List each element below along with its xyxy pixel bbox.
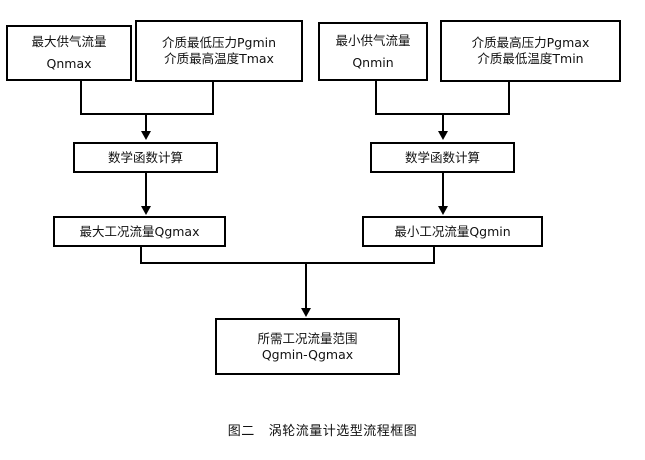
connector-max-supply-flow-down bbox=[80, 81, 82, 114]
node-math-function-right: 数学函数计算 bbox=[370, 142, 515, 173]
node-max-supply-flow-line1: 最大供气流量 bbox=[31, 34, 107, 49]
arrowhead-right-math-function bbox=[438, 131, 448, 140]
node-required-flow-range-line1: 所需工况流量范围 bbox=[257, 330, 358, 346]
connector-min-pressure-max-temp-down bbox=[212, 82, 214, 114]
node-max-supply-flow: 最大供气流量 Qnmax bbox=[6, 25, 132, 81]
connector-bottom-merge-bar bbox=[140, 262, 435, 264]
node-min-pressure-max-temp-line1: 介质最低压力Pgmin bbox=[161, 35, 277, 50]
arrowhead-min-working-flow bbox=[438, 206, 448, 215]
connector-min-supply-flow-down bbox=[375, 81, 377, 114]
node-required-flow-range: 所需工况流量范围 Qgmin-Qgmax bbox=[215, 318, 400, 375]
node-min-pressure-max-temp: 介质最低压力Pgmin 介质最高温度Tmax bbox=[135, 20, 303, 82]
node-min-supply-flow-line2: Qnmin bbox=[352, 54, 394, 70]
figure-caption: 图二涡轮流量计选型流程框图 bbox=[0, 420, 645, 439]
connector-right-math-to-result bbox=[442, 173, 444, 207]
connector-left-merge-to-math bbox=[145, 113, 147, 133]
connector-left-merge-bar bbox=[80, 113, 214, 115]
node-max-pressure-min-temp-line1: 介质最高压力Pgmax bbox=[471, 35, 590, 50]
node-math-function-right-label: 数学函数计算 bbox=[404, 149, 480, 165]
node-math-function-left: 数学函数计算 bbox=[73, 142, 218, 173]
arrowhead-max-working-flow bbox=[141, 206, 151, 215]
connector-max-pressure-min-temp-down bbox=[508, 82, 510, 114]
node-max-pressure-min-temp-line2: 介质最低温度Tmin bbox=[477, 51, 584, 66]
connector-left-math-to-result bbox=[145, 173, 147, 207]
figure-caption-title: 涡轮流量计选型流程框图 bbox=[268, 424, 418, 439]
figure-caption-label: 图二 bbox=[227, 424, 255, 439]
node-min-supply-flow: 最小供气流量 Qnmin bbox=[318, 22, 428, 81]
connector-right-merge-to-math bbox=[442, 113, 444, 133]
arrowhead-left-math-function bbox=[141, 131, 151, 140]
node-max-pressure-min-temp: 介质最高压力Pgmax 介质最低温度Tmin bbox=[440, 20, 621, 82]
node-required-flow-range-line2: Qgmin-Qgmax bbox=[261, 346, 354, 362]
connector-min-working-flow-down bbox=[433, 247, 435, 264]
arrowhead-required-flow-range bbox=[301, 308, 311, 317]
connector-max-working-flow-down bbox=[140, 247, 142, 264]
node-min-pressure-max-temp-line2: 介质最高温度Tmax bbox=[164, 51, 274, 66]
node-min-working-flow-label: 最小工况流量Qgmin bbox=[394, 223, 511, 239]
node-max-working-flow-label: 最大工况流量Qgmax bbox=[79, 223, 200, 239]
node-max-working-flow: 最大工况流量Qgmax bbox=[53, 216, 226, 247]
node-min-working-flow: 最小工况流量Qgmin bbox=[362, 216, 543, 247]
connector-bottom-merge-to-result bbox=[305, 262, 307, 310]
node-math-function-left-label: 数学函数计算 bbox=[107, 149, 183, 165]
node-max-supply-flow-line2: Qnmax bbox=[46, 56, 92, 71]
node-min-supply-flow-line1: 最小供气流量 bbox=[335, 32, 411, 48]
